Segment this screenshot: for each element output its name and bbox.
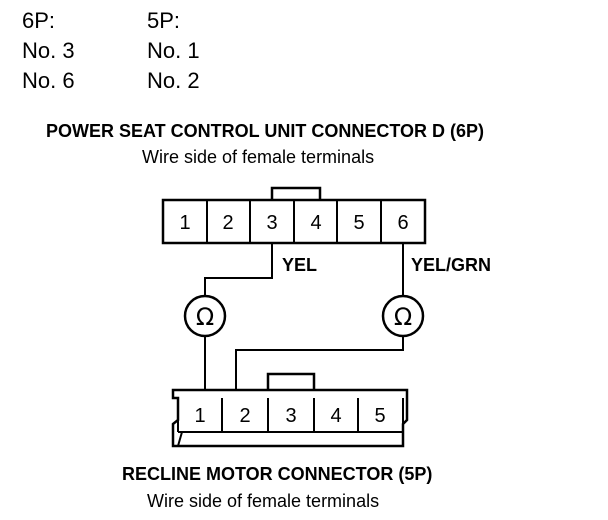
top-pin-4: 4 [310, 212, 321, 234]
pin-table-header-5p: 5P: [147, 8, 180, 33]
top-pin-1: 1 [179, 212, 190, 234]
bottom-connector-subtitle: Wire side of female terminals [147, 491, 379, 511]
wire-label-yel-grn: YEL/GRN [411, 255, 491, 275]
bottom-connector: 1 2 3 4 5 [171, 372, 409, 448]
ohmmeter-right-ring [381, 294, 425, 338]
pin-table-row1-6p: No. 3 [22, 38, 75, 63]
pin-table-row1-5p: No. 1 [147, 38, 200, 63]
top-pin-3: 3 [266, 212, 277, 234]
ohmmeter-right: Ω [381, 294, 425, 338]
top-connector-subtitle: Wire side of female terminals [142, 147, 374, 167]
ohmmeter-left-ring [183, 294, 227, 338]
bottom-pin-5: 5 [374, 405, 385, 427]
bottom-pin-1: 1 [194, 405, 205, 427]
top-connector: 1 2 3 4 5 6 [161, 186, 427, 245]
pin-table-row2-6p: No. 6 [22, 68, 75, 93]
wires [204, 243, 404, 398]
wire-right-lower [235, 336, 404, 390]
pin-table: 6P: 5P: No. 3 No. 1 No. 6 No. 2 [22, 8, 200, 93]
bottom-connector-edge [177, 431, 183, 447]
bottom-pin-4: 4 [330, 405, 341, 427]
ohm-icon: Ω [196, 303, 214, 331]
bottom-pin-2: 2 [239, 405, 250, 427]
wire-label-yel: YEL [282, 255, 317, 275]
top-pin-5: 5 [353, 212, 364, 234]
bottom-pin-3: 3 [285, 405, 296, 427]
top-pin-2: 2 [222, 212, 233, 234]
ohm-icon: Ω [394, 303, 412, 331]
pin-table-header-6p: 6P: [22, 8, 55, 33]
top-connector-title: POWER SEAT CONTROL UNIT CONNECTOR D (6P) [46, 121, 484, 141]
top-pin-6: 6 [397, 212, 408, 234]
ohmmeter-left: Ω [183, 294, 227, 338]
wire-left-upper [204, 243, 273, 296]
bottom-connector-title: RECLINE MOTOR CONNECTOR (5P) [122, 464, 432, 484]
pin-table-row2-5p: No. 2 [147, 68, 200, 93]
